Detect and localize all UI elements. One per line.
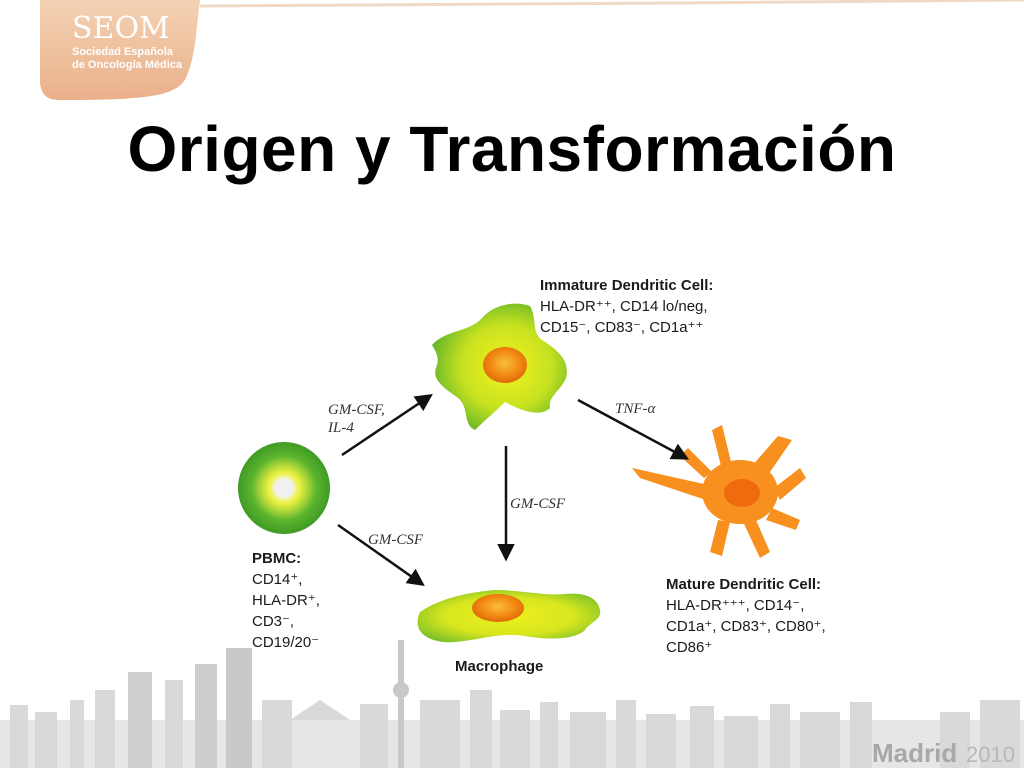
footer-city: Madrid	[872, 738, 957, 768]
mature-line-3: CD86⁺	[666, 639, 712, 656]
label-gm-csf-il4-line1: GM-CSF,	[328, 402, 385, 418]
label-gm-csf-il4-line2: IL-4	[327, 420, 354, 436]
logo-subtitle-1: Sociedad Española	[72, 46, 174, 58]
immature-line-1: HLA-DR⁺⁺, CD14 lo/neg,	[540, 298, 708, 315]
pbmc-heading: PBMC:	[252, 550, 301, 567]
pbmc-line-4: CD19/20⁻	[252, 634, 319, 651]
logo-name: SEOM	[72, 11, 170, 46]
pbmc-line-1: CD14⁺,	[252, 571, 302, 588]
mature-heading: Mature Dendritic Cell:	[666, 576, 821, 593]
immature-line-2: CD15⁻, CD83⁻, CD1a⁺⁺	[540, 319, 703, 336]
pbmc-line-2: HLA-DR⁺,	[252, 592, 320, 609]
pbmc-line-3: CD3⁻,	[252, 613, 294, 630]
logo-background	[40, 0, 200, 100]
immature-heading: Immature Dendritic Cell:	[540, 277, 713, 294]
macrophage-cell	[417, 590, 601, 643]
logo-top-line	[199, 0, 1024, 8]
pbmc-cell	[238, 442, 330, 534]
diagram-arrows	[337, 394, 690, 587]
mature-line-1: HLA-DR⁺⁺⁺, CD14⁻,	[666, 597, 804, 614]
label-gm-csf-vertical: GM-CSF	[510, 496, 566, 512]
immature-dendritic-cell	[432, 303, 567, 430]
label-tnf-alpha: TNF-α	[615, 401, 657, 417]
mature-line-2: CD1a⁺, CD83⁺, CD80⁺,	[666, 618, 826, 635]
logo-subtitle-2: de Oncología Médica	[72, 59, 183, 71]
mature-dendritic-cell	[632, 425, 806, 558]
footer-year: 2010	[966, 742, 1015, 767]
macrophage-label: Macrophage	[455, 658, 543, 675]
slide-title: Origen y Transformación	[127, 113, 897, 185]
arrow-immature-to-mature	[577, 398, 690, 460]
footer-brand: Madrid 2010	[872, 738, 1015, 768]
arrow-pbmc-to-macrophage	[337, 523, 425, 587]
arrow-pbmc-to-immature	[341, 394, 433, 457]
skyline-footer	[0, 640, 1024, 768]
label-gm-csf-lower: GM-CSF	[368, 532, 424, 548]
header-logo: SEOM Sociedad Española de Oncología Médi…	[0, 0, 1024, 100]
